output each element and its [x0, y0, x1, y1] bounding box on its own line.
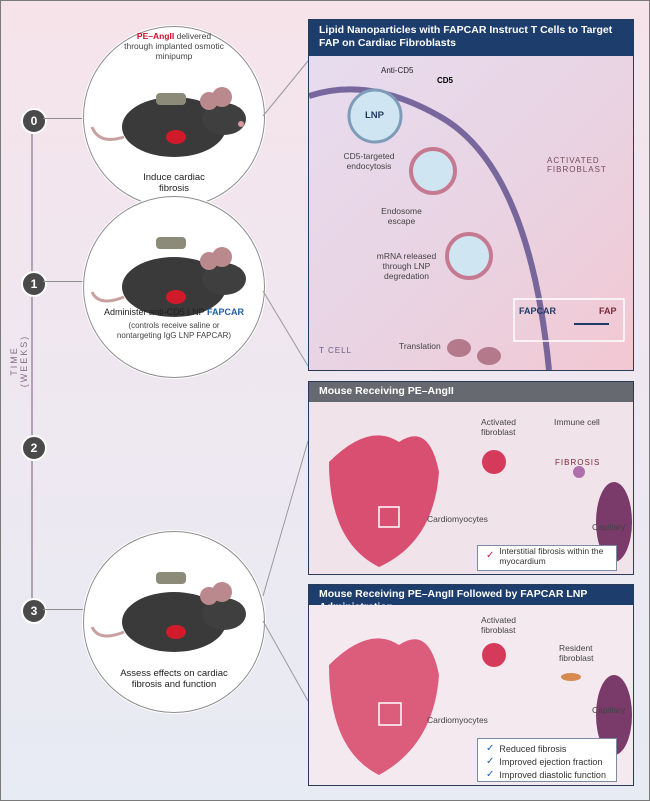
panel-pe-angii: Mouse Receiving PE–AngII Activated fibro… [308, 381, 634, 575]
mid-label-cardiomyocytes: Cardiomyocytes [427, 514, 488, 524]
bot-label-capillary: Capillary [592, 705, 626, 715]
treated-heart-diagram [329, 638, 632, 775]
label-endocytosis: CD5-targeted endocytosis [343, 151, 395, 171]
bot-label-cardiomyocytes: Cardiomyocytes [427, 715, 488, 725]
check-icon: ✓ [486, 756, 495, 767]
label-anti-cd5: Anti-CD5 [381, 66, 414, 75]
label-activated-fibroblast: ACTIVATED FIBROBLAST [547, 156, 607, 174]
step1-caption-sub: (controls receive saline or nontargeting… [116, 321, 232, 340]
pe-angii-highlight: PE–AngII [136, 31, 175, 41]
label-fapcar: FAPCAR [519, 306, 557, 316]
lnp-pathway-diagram [309, 86, 625, 370]
check-icon: ✓ [486, 550, 495, 561]
bot-findings-box: ✓ Reduced fibrosis ✓ Improved ejection f… [477, 738, 617, 782]
panel-pe-angii-fapcar: Mouse Receiving PE–AngII Followed by FAP… [308, 584, 634, 786]
panel-mid-title: Mouse Receiving PE–AngII [309, 382, 633, 402]
label-endosome: Endosome escape [381, 206, 422, 226]
bot-finding-text: Improved ejection fraction [499, 756, 603, 767]
fibrotic-heart-diagram [329, 435, 632, 567]
step1-caption-main: Administer anti-CD5 LNP [104, 307, 205, 317]
bot-finding-row: ✓ Reduced fibrosis [486, 742, 608, 755]
mid-label-fibrosis: FIBROSIS [555, 458, 601, 467]
mid-finding-row: ✓ Interstitial fibrosis within the myoca… [486, 546, 608, 566]
mid-finding-text: Interstitial fibrosis within the myocard… [499, 545, 604, 566]
mouse-illustration-week3 [90, 572, 246, 652]
bot-finding-row: ✓ Improved ejection fraction [486, 755, 608, 768]
check-icon: ✓ [486, 769, 495, 780]
mid-label-capillary: Capillary [592, 522, 626, 532]
label-mrna: mRNA released through LNP degredation [376, 251, 437, 281]
label-fap: FAP [599, 306, 617, 316]
bot-finding-text: Improved diastolic function [499, 769, 606, 780]
timeline-node-2: 2 [21, 435, 47, 461]
mid-label-immune-cell: Immune cell [554, 417, 600, 427]
panel-bot-scene: Activated fibroblast Resident fibroblast… [309, 605, 633, 785]
step3-caption: Assess effects on cardiac fibrosis and f… [120, 668, 228, 690]
timeline-node-1: 1 [21, 271, 47, 297]
mouse-illustration-week1 [90, 237, 246, 317]
panel-bot-title: Mouse Receiving PE–AngII Followed by FAP… [309, 585, 633, 613]
fapcar-highlight: FAPCAR [206, 307, 244, 317]
bot-label-resident-fibroblast: Resident fibroblast [559, 643, 594, 663]
panel-mid-scene: Activated fibroblast Immune cell FIBROSI… [309, 402, 633, 574]
panel-top-title: Lipid Nanoparticles with FAPCAR Instruct… [309, 20, 633, 56]
label-cd5: CD5 [437, 76, 454, 85]
bot-label-activated-fibroblast: Activated fibroblast [481, 615, 516, 635]
timeline-node-3: 3 [21, 598, 47, 624]
mid-findings-box: ✓ Interstitial fibrosis within the myoca… [477, 545, 617, 571]
label-t-cell: T CELL [319, 346, 352, 355]
bot-finding-row: ✓ Improved diastolic function [486, 768, 608, 781]
mouse-illustration-week0 [90, 87, 246, 157]
pe-angii-delivery-text: delivered through implanted osmotic mini… [124, 31, 224, 61]
bot-finding-text: Reduced fibrosis [499, 743, 567, 754]
mouse-circle-week1: Administer anti-CD5 LNP FAPCAR (controls… [83, 196, 265, 378]
check-icon: ✓ [486, 743, 495, 754]
mid-label-activated-fibroblast: Activated fibroblast [481, 417, 516, 437]
step0-caption: Induce cardiac fibrosis [143, 172, 205, 194]
panel-top-scene: Anti-CD5 CD5 LNP CD5-targeted endocytosi… [309, 56, 633, 370]
label-translation: Translation [399, 341, 441, 351]
panel-lnp-mechanism: Lipid Nanoparticles with FAPCAR Instruct… [308, 19, 634, 371]
timeline-node-0: 0 [21, 108, 47, 134]
mouse-circle-week3: Assess effects on cardiac fibrosis and f… [83, 531, 265, 713]
label-lnp: LNP [365, 110, 384, 121]
timeline-line [31, 119, 33, 609]
